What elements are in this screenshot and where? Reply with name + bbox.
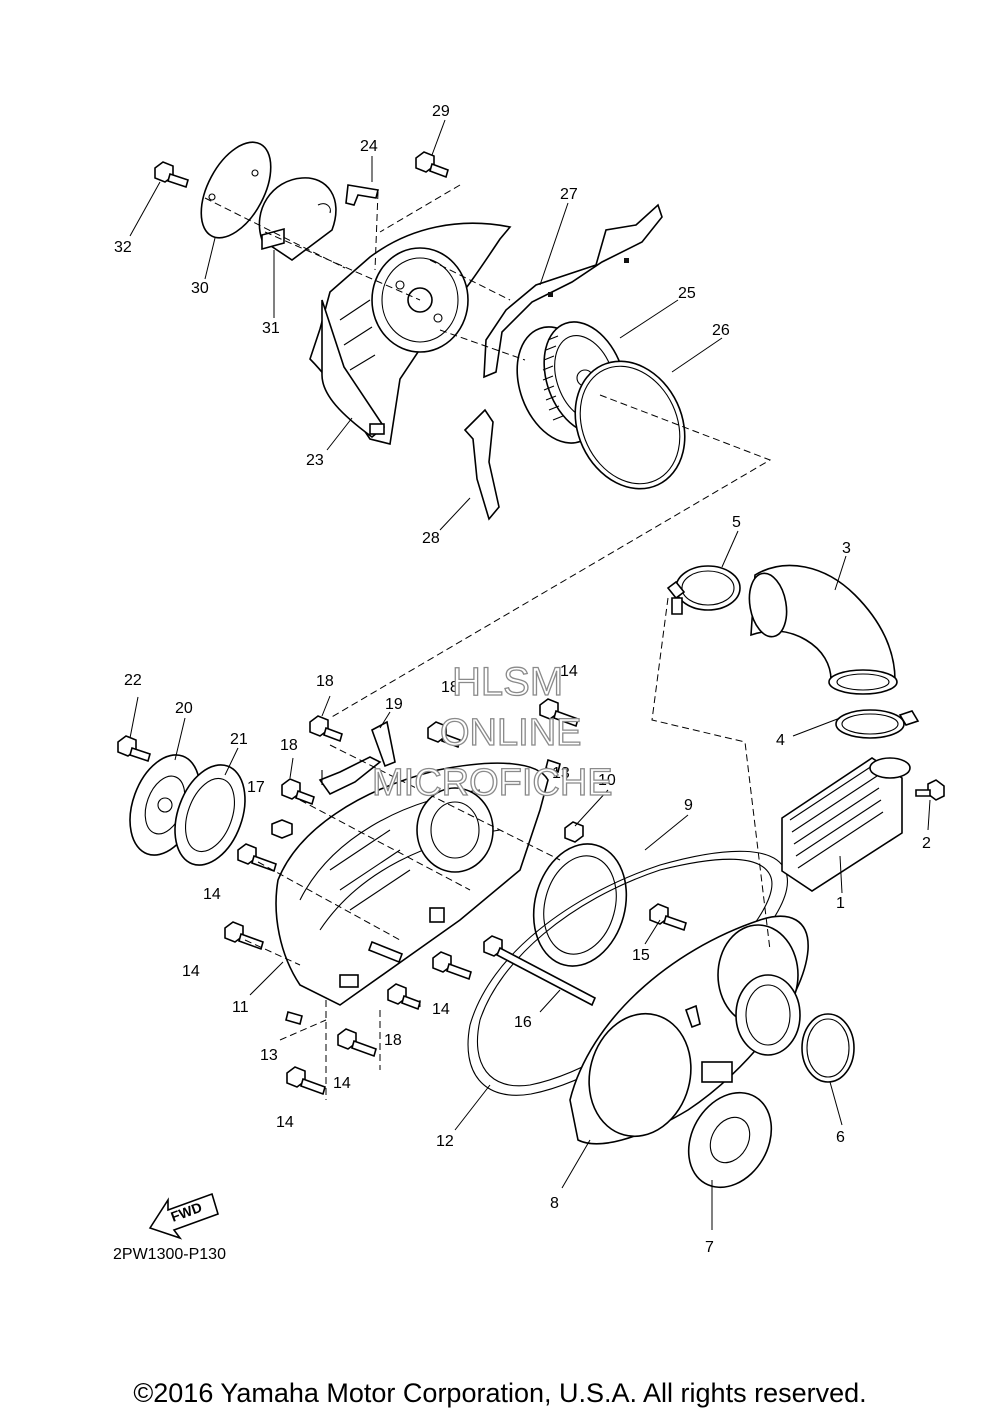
callout-31: 31 [262,320,280,337]
part-13-dowels [285,758,561,1025]
part-7-cap [687,1091,773,1189]
callout-18a: 18 [316,673,334,690]
callout-5: 5 [732,514,741,531]
watermark-line3: MICROFICHE [372,762,613,804]
callout-32: 32 [114,239,132,256]
part-28-guide [463,408,500,521]
upper-assembly [154,141,772,719]
part-3-duct-hose [748,564,898,695]
part-6-o-ring [801,1013,855,1083]
assembly-line [204,184,772,719]
callout-14c: 14 [560,663,578,680]
part-9-gasket [532,843,628,967]
callout-30: 30 [191,280,209,297]
fwd-arrow-icon [148,1192,219,1240]
part-2-bolt [915,779,945,801]
callout-18c: 18 [441,679,459,696]
callout-21: 21 [230,731,248,748]
watermark-line1: HLSM [452,660,563,704]
lower-assembly [117,564,945,1189]
callout-2: 2 [922,835,931,852]
fwd-arrow: FWD [148,1192,219,1240]
part-1-intake-filter [781,757,911,892]
figure-code: 2PW1300-P130 [113,1246,226,1263]
part-24-clip [345,184,379,206]
callout-24: 24 [360,138,378,155]
part-18-bolts [281,715,461,1011]
part-8-outer-cover [569,915,809,1145]
callout-12: 12 [436,1133,454,1150]
part-27-seal-strip [483,203,663,379]
callout-11: 11 [232,999,249,1016]
callout-4: 4 [776,732,785,749]
callout-20: 20 [175,700,193,717]
part-23-duct-housing [309,222,512,445]
callout-17: 17 [247,779,265,796]
callout-1: 1 [836,895,845,912]
part-26-o-ring [574,360,686,490]
callout-18d: 18 [384,1032,402,1049]
part-29-bolt [415,151,449,179]
callout-25: 25 [678,285,696,302]
leader-lines [129,119,931,1230]
callout-29: 29 [432,103,450,120]
part-4-clamp [835,709,920,739]
callout-16: 16 [514,1014,532,1031]
callout-19: 19 [385,696,403,713]
callout-7: 7 [705,1239,714,1256]
part-17-collar [271,819,293,839]
callout-13b: 13 [260,1047,278,1064]
callout-14d: 14 [432,1001,450,1018]
callout-28: 28 [422,530,440,547]
part-10-bolt [564,821,584,843]
callout-10: 10 [598,772,616,789]
callout-8: 8 [550,1195,559,1212]
part-22-bolt [117,735,151,763]
watermark-line2: ONLINE [440,712,581,754]
callout-26: 26 [712,322,730,339]
watermark: HLSM ONLINE MICROFICHE [371,659,613,804]
callout-13a: 13 [552,765,570,782]
callout-18b: 18 [280,737,298,754]
callout-22: 22 [124,672,142,689]
part-32-bolt [154,161,189,189]
part-12-gasket [467,850,788,1096]
callouts: 1 2 3 4 5 6 7 8 9 10 11 12 13 13 14 14 1… [114,103,931,1256]
part-21-cover [174,764,246,866]
assembly-line [244,597,771,1100]
part-31-foam [258,177,337,261]
part-30-plate [200,141,272,239]
callout-14b: 14 [182,963,200,980]
part-16-long-bolt [483,935,597,1007]
callout-14a: 14 [203,886,221,903]
callout-6: 6 [836,1129,845,1146]
copyright-notice: ©2016 Yamaha Motor Corporation, U.S.A. A… [133,1378,867,1408]
callout-23: 23 [306,452,324,469]
part-15-bolt [649,903,687,932]
part-5-clamp [666,565,741,615]
callout-15: 15 [632,947,650,964]
callout-14e: 14 [333,1075,351,1092]
callout-14f: 14 [276,1114,294,1131]
callout-27: 27 [560,186,578,203]
callout-9: 9 [684,797,693,814]
callout-3: 3 [842,540,851,557]
